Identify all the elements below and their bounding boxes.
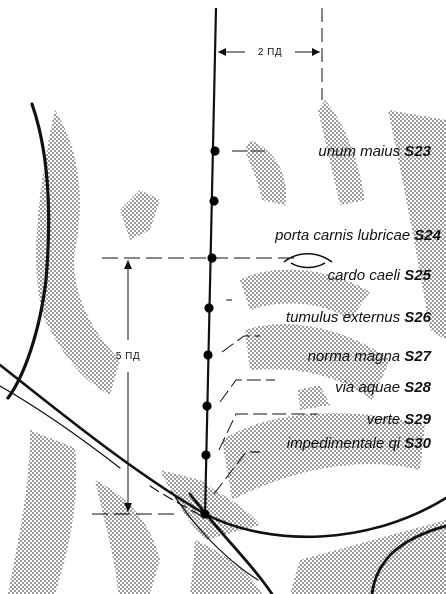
acupoint-label-s29: verte S29 — [367, 411, 432, 428]
acupoint-label-s23: unum maius S23 — [318, 143, 431, 160]
dimension-left-label: 5 ПД — [116, 351, 140, 362]
acupoint-dot-s26 — [204, 303, 213, 312]
body-shading — [8, 100, 446, 594]
acupoint-dot-s25 — [207, 253, 216, 262]
acupoint-label-s26: tumulus externus S26 — [286, 309, 432, 326]
acupoint-dot-s29 — [201, 450, 210, 459]
leader-line-s28 — [220, 380, 275, 402]
acupoint-dot-s30 — [200, 509, 209, 518]
acupoint-dot-s23 — [210, 146, 219, 155]
acupoint-label-s24: porta carnis lubricae S24 — [274, 227, 442, 244]
acupoint-dot-s27 — [203, 350, 212, 359]
acupoint-dot-s24 — [209, 196, 218, 205]
navel-icon — [284, 254, 332, 268]
acupoint-label-s25: cardo caeli S25 — [328, 267, 432, 284]
dimension-top-label: 2 ПД — [258, 47, 282, 58]
acupoint-label-s27: norma magna S27 — [308, 348, 432, 365]
acupoint-label-s30: impedimentale qi S30 — [287, 435, 432, 452]
acupoint-label-s28: via aquae S28 — [335, 379, 432, 396]
acupoint-dot-s28 — [202, 401, 211, 410]
